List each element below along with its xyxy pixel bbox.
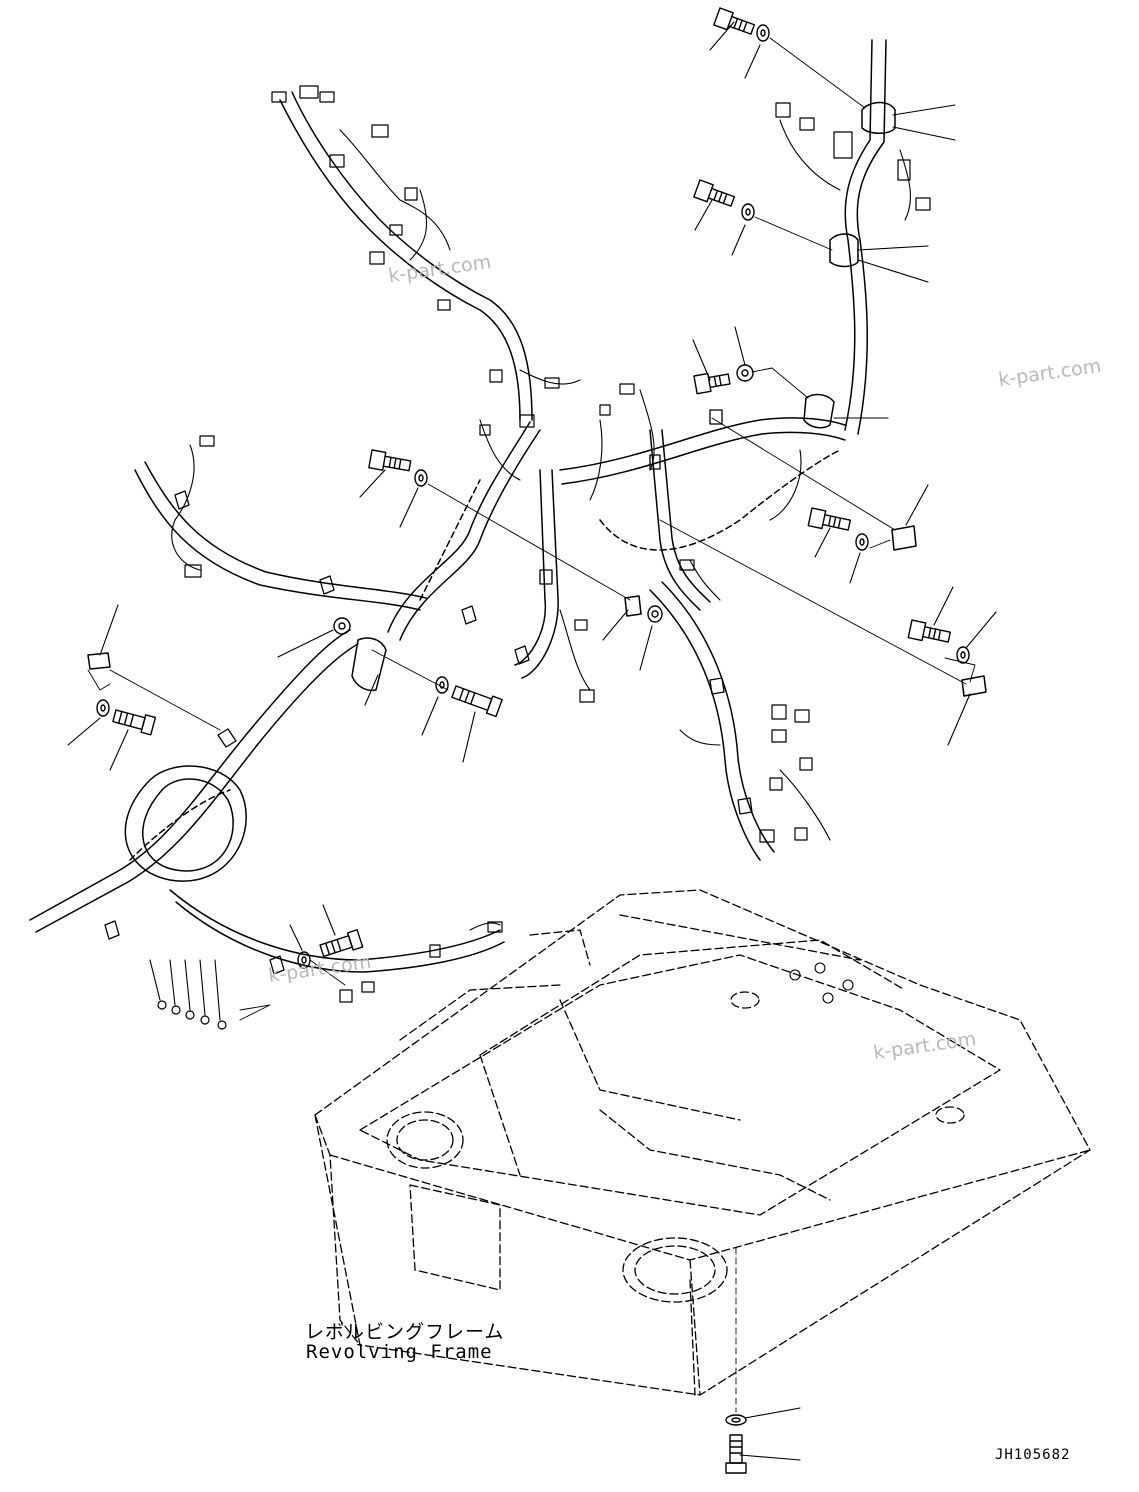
clamp-brackets — [87, 101, 987, 697]
bottom-bolt — [725, 1434, 747, 1474]
bolts — [112, 7, 951, 1474]
thin-wires — [149, 119, 911, 1021]
assembly-lines — [87, 37, 976, 1413]
harness-bundles — [29, 39, 887, 973]
harness-clamps — [104, 409, 753, 975]
connectors — [157, 85, 931, 1030]
frame-bolt-heads — [789, 962, 854, 1004]
frame-label-en: Revolving Frame — [306, 1341, 493, 1363]
revolving-frame — [314, 889, 1091, 1396]
frame-label-jp: レボルビングフレーム — [305, 1321, 505, 1343]
drawing-id: JH105682 — [995, 1447, 1071, 1463]
leader-lines — [67, 21, 997, 1461]
